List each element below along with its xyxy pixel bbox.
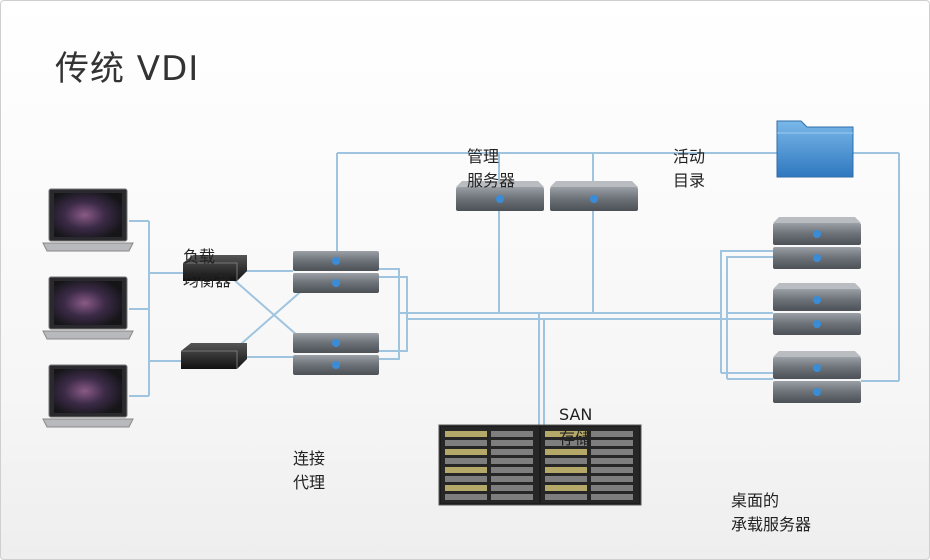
folder-icon	[776, 120, 854, 178]
broker-server-icon	[293, 333, 379, 375]
desktop-hosts-label: 桌面的承载服务器	[731, 491, 812, 534]
management-server-icon	[456, 181, 544, 211]
san-storage-icon	[438, 424, 642, 506]
load-balancer-label: 负载均衡器	[183, 247, 232, 290]
desktop-host-server-icon	[773, 351, 861, 403]
laptop-icon	[42, 364, 134, 428]
desktop-host-server-icon	[773, 217, 861, 269]
diagram-title: 传统 VDI	[55, 49, 200, 89]
load-balancer-icon	[183, 255, 247, 281]
active-directory-label: 活动目录	[673, 147, 706, 190]
network-links	[129, 152, 900, 429]
desktop-host-server-icon	[773, 283, 861, 335]
laptop-icon	[42, 188, 134, 252]
broker-server-icon	[293, 251, 379, 293]
laptop-icon	[42, 276, 134, 340]
management-server-label: 管理服务器	[467, 147, 516, 190]
management-server-icon	[550, 181, 638, 211]
load-balancer-icon	[181, 343, 247, 369]
connection-broker-label: 连接代理	[293, 449, 326, 492]
